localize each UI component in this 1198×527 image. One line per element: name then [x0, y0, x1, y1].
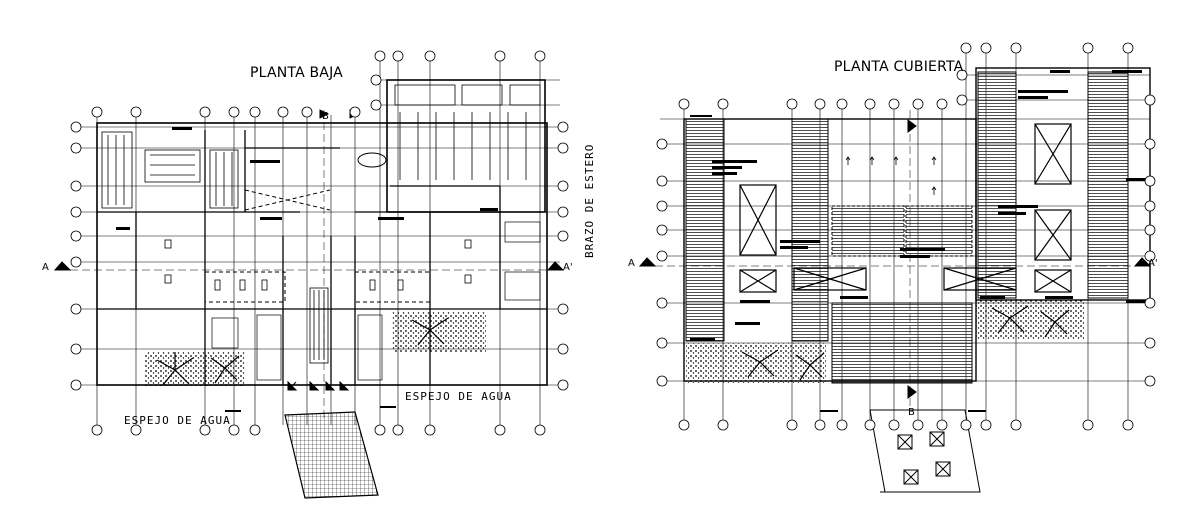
brazo-de-estero-label: BRAZO DE ESTERO [583, 143, 596, 258]
planta-baja-title: PLANTA BAJA [250, 65, 343, 81]
section-a-left-label: A [42, 262, 49, 273]
espejo-de-agua-right-label: ESPEJO DE AGUA [405, 390, 512, 403]
planta-cubierta-plan [638, 52, 1152, 493]
planta-baja-plan [53, 60, 565, 499]
roof-section-a-right-label: A' [1148, 258, 1158, 269]
section-a-right-label: A' [563, 262, 573, 273]
roof-section-a-left-label: A [628, 258, 635, 269]
section-b-top-label: B [322, 111, 329, 122]
espejo-de-agua-left-label: ESPEJO DE AGUA [124, 414, 231, 427]
roof-section-b-label: B [908, 407, 915, 418]
grid-bubbles-right [656, 42, 1156, 431]
planta-cubierta-title: PLANTA CUBIERTA [834, 59, 964, 75]
grid-bubbles-left [70, 50, 569, 436]
